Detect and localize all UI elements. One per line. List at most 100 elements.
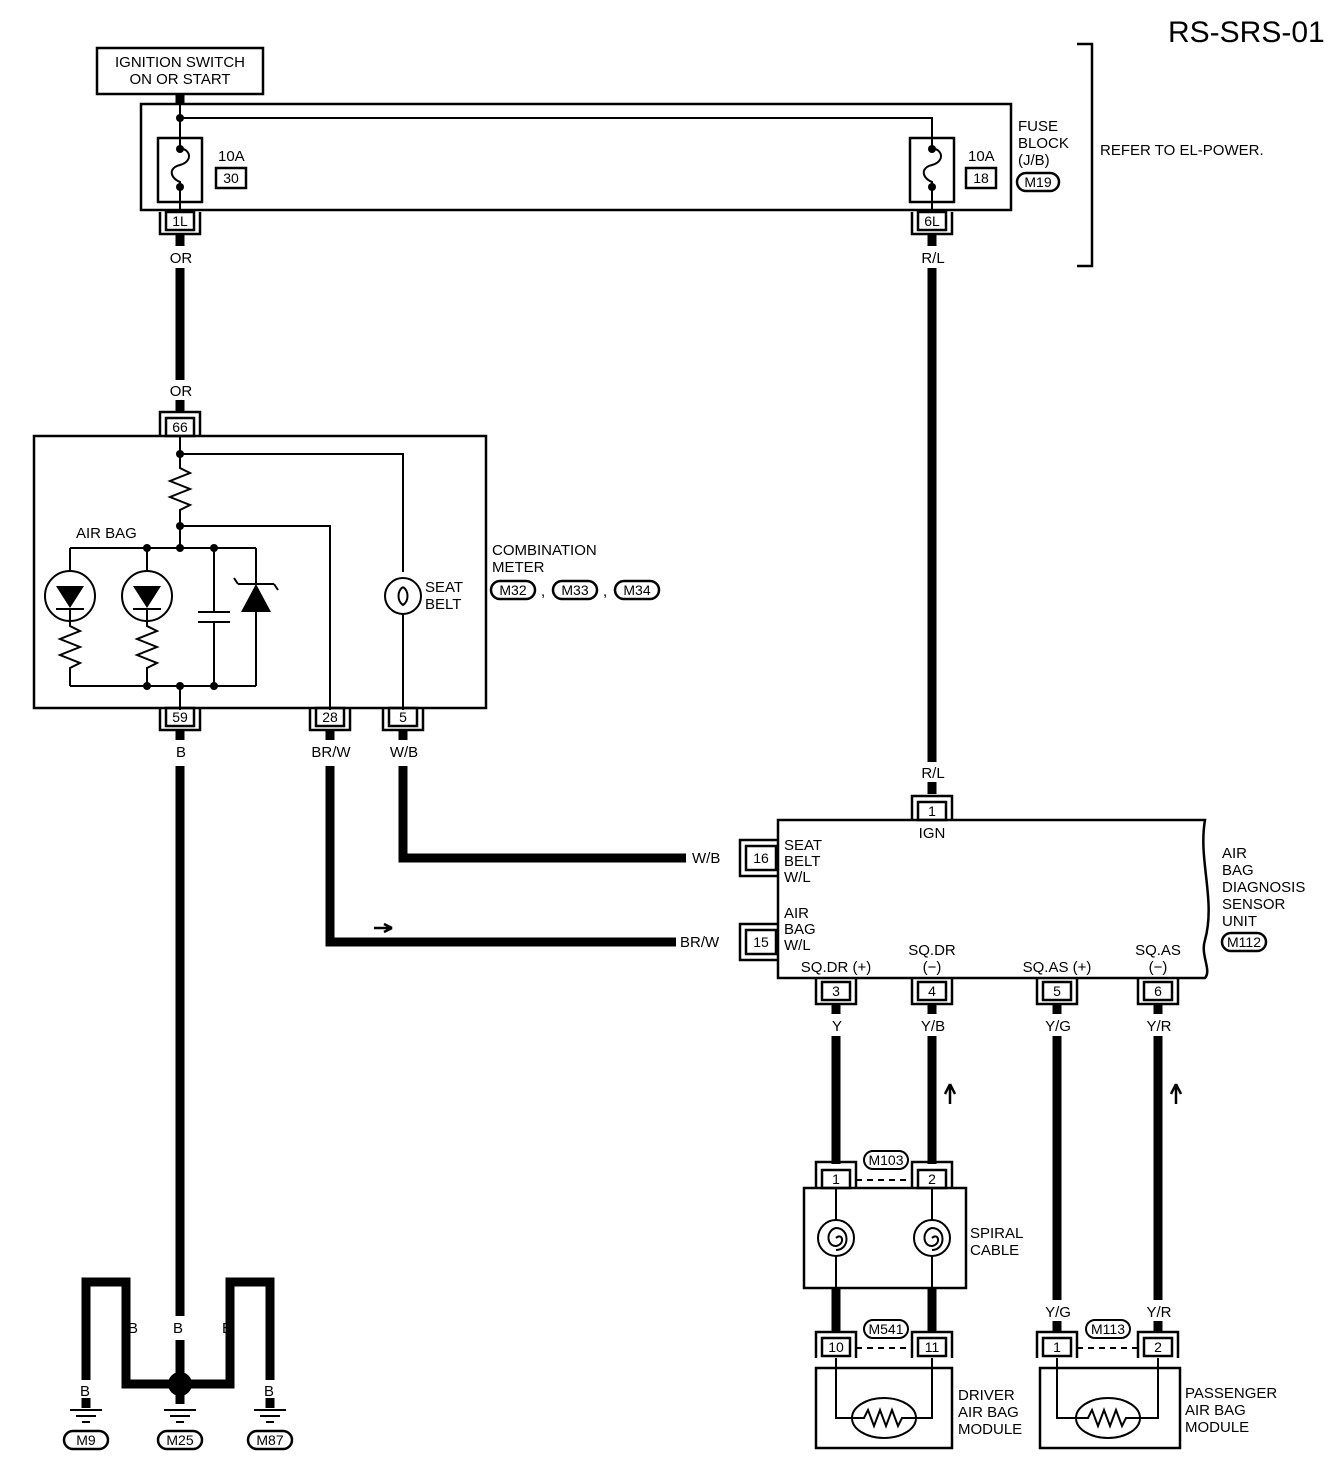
svg-text:M32: M32 (499, 582, 526, 598)
svg-text:11: 11 (925, 1339, 940, 1355)
svg-text:BELT: BELT (425, 596, 461, 613)
svg-text:SENSOR: SENSOR (1222, 896, 1286, 913)
svg-text:5: 5 (1053, 983, 1061, 999)
svg-text:SEAT: SEAT (425, 579, 463, 596)
terminal-3: 3 (814, 978, 858, 1006)
svg-text:M25: M25 (166, 1432, 193, 1448)
terminal-59: 59 (158, 706, 202, 732)
svg-text:IGN: IGN (919, 825, 946, 842)
svg-text:M9: M9 (76, 1432, 96, 1448)
svg-text:1: 1 (832, 1171, 840, 1187)
svg-text:66: 66 (172, 419, 188, 435)
fuse-30: 10A 30 (156, 118, 248, 212)
svg-text:AIR: AIR (784, 905, 809, 922)
terminal-15: 15 (738, 922, 778, 962)
air-bag-label: AIR BAG (76, 525, 137, 542)
fuse-block: 10A 30 10A 18 FUSE BLOCK (J/B) M19 (139, 102, 1069, 212)
combination-meter: AIR BAG SEAT BELT (32, 434, 488, 710)
svg-text:W/L: W/L (784, 937, 811, 954)
svg-text:B: B (264, 1383, 274, 1400)
wire-wb-meter: W/B (390, 744, 418, 761)
svg-text:M113: M113 (1091, 1321, 1125, 1337)
svg-text:10: 10 (828, 1339, 844, 1355)
svg-text:CABLE: CABLE (970, 1242, 1019, 1259)
wire-yg-passenger: Y/G (1045, 1304, 1071, 1321)
svg-text:1L: 1L (172, 213, 188, 229)
svg-text:SQ.DR (+): SQ.DR (+) (801, 959, 871, 976)
svg-text:REFER TO EL-POWER.: REFER TO EL-POWER. (1100, 142, 1264, 159)
svg-text:(−): (−) (923, 959, 942, 976)
terminal-6l: 6L (910, 210, 954, 236)
passenger-air-bag-module: PASSENGER AIR BAG MODULE (1038, 1358, 1277, 1450)
wire-yr: Y/R (1146, 1018, 1171, 1035)
svg-text:18: 18 (973, 170, 989, 186)
meter-connectors: M32 , M33 , M34 (489, 579, 661, 601)
air-bag-diagnosis-sensor-unit: IGN SEAT BELT W/L AIR BAG W/L SQ.DR (+) … (776, 818, 1210, 980)
terminal-28: 28 (308, 706, 352, 732)
terminal-16: 16 (738, 838, 778, 878)
svg-text:B: B (222, 1320, 232, 1337)
svg-text:ON OR START: ON OR START (129, 71, 230, 88)
wire-rl-top: R/L (921, 250, 944, 267)
svg-text:BELT: BELT (784, 853, 820, 870)
wire-brw-unit: BR/W (680, 934, 720, 951)
driver-air-bag-module: DRIVER AIR BAG MODULE (814, 1358, 1022, 1450)
svg-text:BLOCK: BLOCK (1018, 135, 1069, 152)
svg-text:SQ.AS: SQ.AS (1135, 942, 1181, 959)
svg-text:(J/B): (J/B) (1018, 152, 1050, 169)
ground-m9: M9 (62, 1409, 110, 1451)
svg-text:6L: 6L (924, 213, 940, 229)
svg-text:FUSE: FUSE (1018, 118, 1058, 135)
svg-text:M87: M87 (256, 1432, 283, 1448)
terminal-5-meter: 5 (381, 706, 425, 732)
sensor-unit-connector: M112 (1227, 934, 1261, 950)
ignition-switch: IGNITION SWITCH ON OR START (95, 46, 265, 96)
svg-text:MODULE: MODULE (1185, 1419, 1249, 1436)
svg-text:4: 4 (928, 983, 936, 999)
terminal-ign: 1 (910, 794, 954, 822)
terminal-5-unit: 5 (1035, 978, 1079, 1006)
svg-text:,: , (541, 583, 545, 600)
wire-or-bottom: OR (170, 383, 193, 400)
sensor-unit-name: AIR (1222, 845, 1247, 862)
svg-text:59: 59 (172, 709, 188, 725)
svg-text:M34: M34 (623, 582, 650, 598)
svg-text:PASSENGER: PASSENGER (1185, 1385, 1277, 1402)
svg-text:B: B (173, 1320, 183, 1337)
combination-meter-name: COMBINATION (492, 542, 597, 559)
svg-text:1: 1 (1053, 1339, 1061, 1355)
wire-b-meter: B (176, 744, 186, 761)
signal-arrow-right (374, 922, 393, 934)
wire-or-top: OR (170, 250, 193, 267)
passenger-connector: 1 2 M113 (1035, 1319, 1180, 1358)
diagram-code: RS-SRS-01 (1168, 16, 1325, 49)
wire-yg: Y/G (1045, 1018, 1071, 1035)
terminal-4: 4 (910, 978, 954, 1006)
svg-text:,: , (603, 583, 607, 600)
svg-text:2: 2 (928, 1171, 936, 1187)
spiral-cable: SPIRAL CABLE (802, 1186, 1023, 1290)
svg-text:10A: 10A (218, 148, 245, 165)
svg-text:SPIRAL: SPIRAL (970, 1225, 1023, 1242)
svg-text:UNIT: UNIT (1222, 913, 1257, 930)
svg-text:3: 3 (832, 983, 840, 999)
svg-text:BAG: BAG (1222, 862, 1254, 879)
svg-text:1: 1 (928, 803, 936, 819)
wire-wb-unit: W/B (692, 850, 720, 867)
terminal-6: 6 (1136, 978, 1180, 1006)
svg-text:AIR BAG: AIR BAG (1185, 1402, 1246, 1419)
wire-yr-passenger: Y/R (1146, 1304, 1171, 1321)
ground-m87: M87 (246, 1409, 294, 1451)
ground-m25: M25 (156, 1409, 204, 1451)
svg-text:DIAGNOSIS: DIAGNOSIS (1222, 879, 1305, 896)
svg-text:W/L: W/L (784, 869, 811, 886)
ground-network: B B B B B (80, 766, 275, 1408)
wire-y: Y (832, 1018, 842, 1035)
terminal-66: 66 (158, 410, 202, 438)
signal-arrow-up-2 (1169, 1083, 1183, 1104)
spiral-connector-top: 1 2 M103 (814, 1150, 954, 1190)
wire-brw-meter: BR/W (311, 744, 351, 761)
svg-text:DRIVER: DRIVER (958, 1387, 1015, 1404)
svg-text:B: B (80, 1383, 90, 1400)
svg-text:(−): (−) (1149, 959, 1168, 976)
